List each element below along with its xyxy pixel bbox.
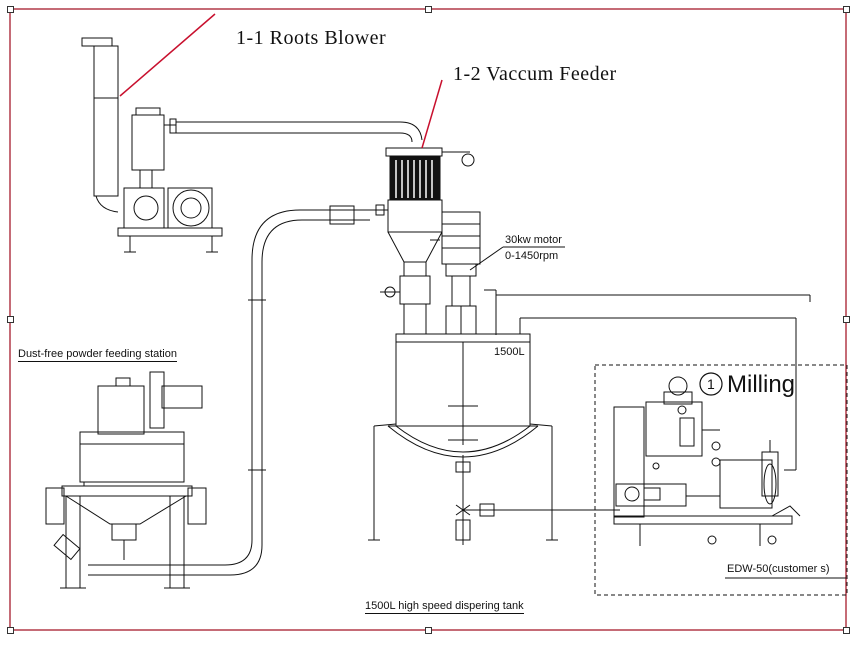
resize-handle-middle-right[interactable] bbox=[843, 316, 850, 323]
leader-vacuum-feeder bbox=[421, 79, 443, 149]
resize-handle-bottom-center[interactable] bbox=[425, 627, 432, 634]
vacuum-feeder-label: 1-2 Vaccum Feeder bbox=[453, 63, 617, 85]
transfer-pipe-top bbox=[176, 121, 423, 143]
mill-model-label: EDW-50(customer s) bbox=[727, 563, 830, 575]
dispersing-tank bbox=[368, 333, 620, 545]
tank-volume-label: 1500L bbox=[494, 346, 525, 358]
powder-station-label: Dust-free powder feeding station bbox=[18, 348, 177, 362]
resize-handle-top-center[interactable] bbox=[425, 6, 432, 13]
motor bbox=[441, 211, 497, 335]
milling-label: Milling bbox=[727, 371, 796, 398]
milling-number-circle bbox=[699, 372, 723, 396]
powder-feeding-station bbox=[45, 371, 207, 589]
motor-leader bbox=[469, 246, 504, 271]
milling-number: 1 bbox=[707, 376, 715, 392]
resize-handle-bottom-right[interactable] bbox=[843, 627, 850, 634]
resize-handle-bottom-left[interactable] bbox=[7, 627, 14, 634]
selection-frame bbox=[9, 8, 847, 631]
vacuum-feeder bbox=[370, 147, 475, 335]
resize-handle-top-right[interactable] bbox=[843, 6, 850, 13]
motor-power-label: 30kw motor bbox=[505, 234, 562, 246]
milling-boundary bbox=[594, 364, 848, 596]
motor-speed-label: 0-1450rpm bbox=[505, 250, 559, 262]
vacuum-conveying-hose bbox=[184, 205, 370, 576]
tank-caption-label: 1500L high speed dispering tank bbox=[365, 600, 524, 614]
bead-mill bbox=[613, 376, 801, 546]
process-lines bbox=[496, 294, 811, 471]
resize-handle-top-left[interactable] bbox=[7, 6, 14, 13]
leader-roots-blower bbox=[119, 13, 216, 97]
resize-handle-middle-left[interactable] bbox=[7, 316, 14, 323]
roots-blower-label: 1-1 Roots Blower bbox=[236, 27, 387, 49]
roots-blower bbox=[81, 37, 223, 253]
